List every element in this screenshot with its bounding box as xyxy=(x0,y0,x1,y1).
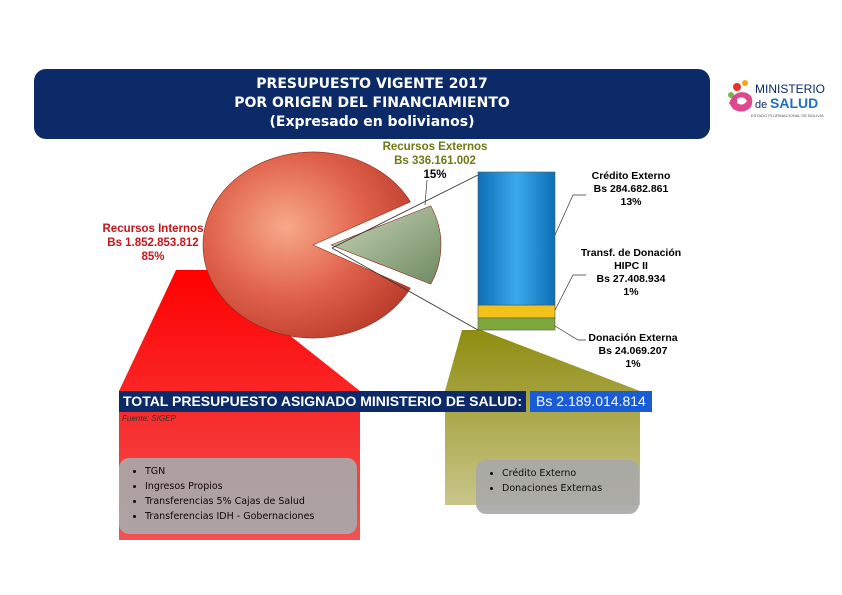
total-label: TOTAL PRESUPUESTO ASIGNADO MINISTERIO DE… xyxy=(119,391,527,412)
logo-text-ministerio: MINISTERIO xyxy=(755,82,825,96)
logo-text-de: de xyxy=(755,99,767,111)
internos-value: Bs 1.852.853.812 xyxy=(107,237,199,249)
externos-sources-list: Crédito ExternoDonaciones Externas xyxy=(476,460,639,502)
hipc-label: Transf. de Donación HIPC II Bs 27.408.93… xyxy=(565,247,697,299)
hipc-name-1: Transf. de Donación xyxy=(580,247,682,259)
title-banner: PRESUPUESTO VIGENTE 2017 POR ORIGEN DEL … xyxy=(34,69,710,139)
pie-slice-internos xyxy=(202,151,411,339)
internos-sources-list: TGNIngresos PropiosTransferencias 5% Caj… xyxy=(119,458,357,530)
title-line-2: POR ORIGEN DEL FINANCIAMIENTO xyxy=(234,95,510,111)
connector-bottom xyxy=(331,247,479,331)
ministerio-salud-logo: MINISTERIO de SALUD ESTADO PLURINACIONAL… xyxy=(728,80,825,118)
donacion-name: Donación Externa xyxy=(588,332,678,344)
credito-name: Crédito Externo xyxy=(591,170,671,182)
source-note: Fuente: SIGEP xyxy=(122,414,176,423)
externos-name: Recursos Externos xyxy=(382,141,488,153)
pie-slice-externos xyxy=(330,205,442,285)
internos-source-item: TGN xyxy=(145,464,349,479)
credito-label: Crédito Externo Bs 284.682.861 13% xyxy=(575,170,687,209)
bar-segment-donacion xyxy=(477,317,556,331)
pie-chart xyxy=(202,151,442,339)
credito-leader xyxy=(554,194,586,236)
hipc-value: Bs 27.408.934 xyxy=(596,273,666,285)
internos-percent: 85% xyxy=(141,251,165,263)
externos-sources-box: Crédito ExternoDonaciones Externas xyxy=(476,460,639,514)
hipc-name-2: HIPC II xyxy=(614,260,648,272)
externos-leader xyxy=(424,179,428,206)
hipc-percent: 1% xyxy=(623,286,639,298)
internos-name: Recursos Internos xyxy=(102,223,204,235)
internos-source-item: Transferencias 5% Cajas de Salud xyxy=(145,494,349,509)
hipc-leader xyxy=(554,274,586,311)
donacion-value: Bs 24.069.207 xyxy=(598,345,668,357)
externos-label: Recursos Externos Bs 336.161.002 15% xyxy=(380,140,490,182)
donacion-leader xyxy=(554,325,586,341)
internos-source-item: Transferencias IDH - Gobernaciones xyxy=(145,509,349,524)
externos-source-item: Crédito Externo xyxy=(502,466,631,481)
credito-percent: 13% xyxy=(620,196,642,208)
title-line-1: PRESUPUESTO VIGENTE 2017 xyxy=(256,76,488,92)
internos-source-item: Ingresos Propios xyxy=(145,479,349,494)
externos-value: Bs 336.161.002 xyxy=(394,155,476,167)
connector-top xyxy=(331,174,479,249)
donacion-label: Donación Externa Bs 24.069.207 1% xyxy=(577,332,689,371)
title-line-3: (Expresado en bolivianos) xyxy=(269,114,475,130)
donacion-percent: 1% xyxy=(625,358,641,370)
internos-sources-box: TGNIngresos PropiosTransferencias 5% Caj… xyxy=(119,458,357,534)
stacked-bar xyxy=(477,171,556,331)
externos-source-item: Donaciones Externas xyxy=(502,481,631,496)
total-budget-bar: TOTAL PRESUPUESTO ASIGNADO MINISTERIO DE… xyxy=(119,391,652,412)
credito-value: Bs 284.682.861 xyxy=(593,183,669,195)
total-value: Bs 2.189.014.814 xyxy=(530,391,652,412)
internos-label: Recursos Internos Bs 1.852.853.812 85% xyxy=(98,222,208,264)
bar-segment-credito xyxy=(477,171,556,306)
logo-text-salud: SALUD xyxy=(770,95,818,111)
bar-segment-hipc xyxy=(477,304,556,319)
externos-percent: 15% xyxy=(423,169,447,181)
logo-subtitle: ESTADO PLURINACIONAL DE BOLIVIA xyxy=(751,113,824,118)
